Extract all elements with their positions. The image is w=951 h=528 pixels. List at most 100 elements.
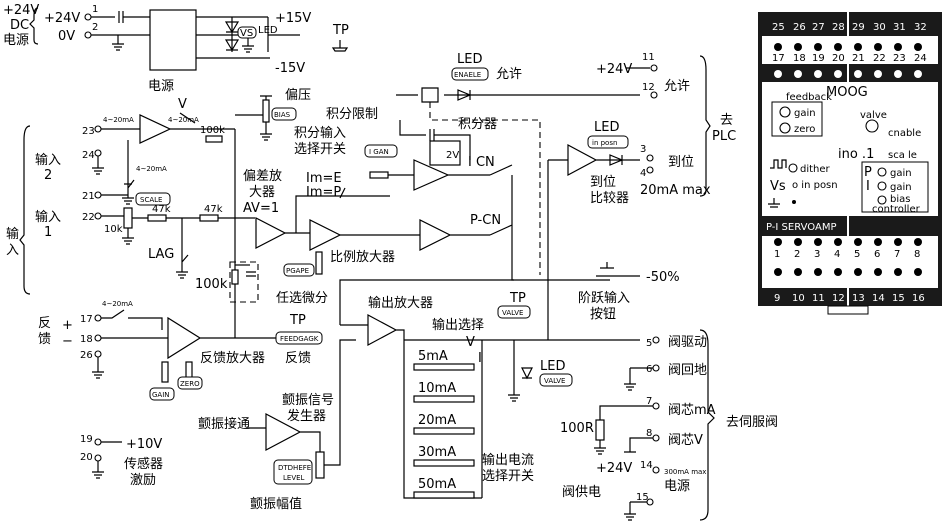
module-b11: 11 — [812, 293, 825, 304]
out-pos15-label: +15V — [275, 11, 311, 26]
module-t19: 19 — [812, 53, 825, 64]
terminal-17 — [94, 314, 102, 322]
fb-tp-label: TP — [289, 313, 306, 328]
module-b6: 6 — [874, 249, 880, 260]
plc-label-2: PLC — [712, 129, 736, 144]
optional-diff-label: 任选微分 — [276, 291, 328, 306]
range-a-label: 4~20mA — [103, 116, 134, 124]
pgain-pot — [315, 251, 323, 275]
t15-ground — [624, 501, 647, 521]
valve-supply-label: 阀供电 — [562, 485, 601, 500]
out-led-tag — [539, 373, 573, 387]
out-led-tag-label: VALVE — [544, 377, 565, 385]
lag-label: LAG — [148, 247, 174, 262]
module-top-row-1: 25 26 27 28 29 30 31 32 — [772, 22, 927, 33]
module-bottom-screws-2 — [774, 268, 922, 276]
module-b5: 5 — [854, 249, 860, 260]
module-bottom-label-band — [762, 236, 938, 288]
r100k-top-label: 100k — [200, 125, 225, 136]
sensor-section: 19 20 +10V 传感器 激励 — [80, 434, 163, 488]
in-position-section: LED in posn 3 4 到位 到位 比较器 20mA max — [547, 120, 711, 340]
module-b4: 4 — [834, 249, 840, 260]
proportional-amplifier — [309, 219, 342, 251]
terminal-8 — [652, 434, 660, 442]
module-enable-label: cnable — [888, 128, 921, 139]
terminal-17-label: 17 — [80, 314, 93, 325]
to-servo-label: 去伺服阀 — [726, 415, 778, 430]
scale-pot — [123, 207, 133, 229]
scale-tag-label: SCALE — [140, 196, 162, 204]
terminal-26-label: 26 — [80, 350, 93, 361]
input-group-label-2: 入 — [6, 243, 19, 258]
zener-diode-icon — [224, 21, 240, 34]
integrator-label: 积分器 — [458, 117, 497, 132]
terminal-21-label: 21 — [82, 191, 95, 202]
terminal-2-label: 2 — [92, 22, 98, 33]
comparator-label-2: 比较器 — [590, 191, 629, 206]
range-0-label: 5mA — [418, 349, 448, 364]
igain-tag-label: I GAN — [369, 148, 389, 156]
r47k-b-label: 47k — [204, 204, 223, 215]
terminal-20 — [94, 454, 102, 462]
igain-tag — [364, 144, 398, 158]
module-t17: 17 — [772, 53, 785, 64]
r47k-a — [147, 214, 167, 222]
module-top-row-2-screws — [774, 70, 922, 78]
out-led-label: LED — [540, 359, 565, 374]
terminal-3-label: 3 — [640, 144, 646, 155]
module-b8: 8 — [914, 249, 920, 260]
fb-gain-tag — [149, 387, 175, 401]
module-t25: 25 — [772, 22, 785, 33]
fb-ground — [92, 357, 104, 379]
servo-brace — [699, 329, 715, 521]
enable-dashed-link — [429, 102, 541, 275]
module-top-label-band — [762, 36, 938, 64]
module-valve-label: valve — [860, 110, 887, 121]
range-resistor-0 — [413, 363, 475, 371]
input-brace — [19, 125, 31, 295]
out-amp-input — [339, 279, 514, 325]
comparator-label-1: 到位 — [590, 175, 616, 190]
fb-tp-tag-label: FEEDGAGK — [280, 335, 319, 343]
bias-section: BIAS 偏压 — [235, 88, 311, 141]
integral-limit-label: 积分限制 — [326, 107, 378, 122]
module-t20: 20 — [832, 53, 845, 64]
inposn-led-label: LED — [594, 120, 619, 135]
current-select-label-2: 选择开关 — [482, 469, 534, 484]
module-t31: 31 — [893, 22, 906, 33]
terminal-19 — [94, 438, 102, 446]
im-p-label: Im=P — [306, 185, 341, 200]
dither-pot — [315, 451, 325, 479]
icn-label: I CN — [468, 155, 495, 170]
bias-pot — [262, 99, 270, 123]
integrator-cap — [399, 120, 471, 160]
bias-ground — [260, 122, 272, 141]
power-led-label: LED — [258, 25, 278, 36]
dither-section: 颤振接通 颤振信号 发生器 DTDHEFE LEVEL 颤振幅值 — [198, 339, 356, 512]
terminal-3 — [646, 154, 654, 162]
inposn-tag — [587, 135, 629, 149]
output-amplifier — [340, 313, 482, 499]
module-controller-box — [861, 161, 929, 213]
dither-amplitude-label: 颤振幅值 — [250, 496, 302, 512]
im-switch — [339, 187, 346, 199]
power-in-24v-small: +24V — [44, 11, 80, 26]
module-brand: MOOG — [826, 85, 868, 100]
terminal-1 — [84, 13, 92, 21]
core-ma-wire — [594, 405, 653, 455]
power-output-rails — [196, 16, 270, 59]
fb-label: 反馈 — [285, 351, 311, 366]
v2-label: 2V — [446, 150, 459, 161]
range-resistor-1 — [413, 395, 475, 403]
ma300-label: 300mA max — [664, 468, 706, 476]
valve-24v-label: +24V — [596, 461, 632, 476]
deviation-amp-section: 偏差放 大器 AV=1 — [243, 169, 390, 249]
module-b9: 9 — [774, 293, 780, 304]
dither-enable-label: 颤振接通 — [198, 416, 250, 432]
r100-resistor — [595, 419, 605, 441]
prop-to-pcn — [340, 219, 490, 251]
module-b2: 2 — [794, 249, 800, 260]
module-t32: 32 — [914, 22, 927, 33]
r47k-a-label: 47k — [152, 204, 171, 215]
enable-section: LED ENAELE 允许 +24V 11 12 允许 去 PLC — [396, 52, 736, 275]
